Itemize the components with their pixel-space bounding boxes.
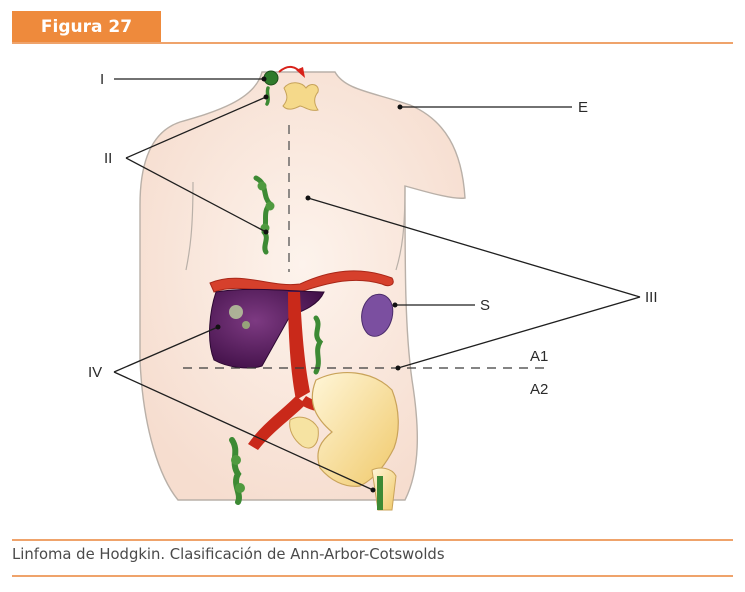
leader-ii-lower — [125, 157, 267, 233]
figure-label: Figura 27 — [12, 11, 161, 43]
leader-iv-upper — [113, 326, 219, 373]
sacrum — [289, 416, 319, 449]
label-e: E — [578, 99, 588, 116]
spleen — [361, 293, 394, 337]
aorta — [288, 292, 310, 400]
label-s: S — [480, 297, 490, 314]
inguinal-nodes — [229, 437, 242, 505]
paraaortic-nodes — [313, 315, 324, 375]
arrowhead — [296, 67, 305, 78]
leader-iii-upper — [307, 197, 641, 298]
left-arm-line — [185, 181, 194, 271]
label-ii: II — [104, 150, 112, 167]
label-a1: A1 — [530, 348, 548, 365]
leader-ii-upper — [125, 96, 267, 159]
figure-caption: Linfoma de Hodgkin. Clasificación de Ann… — [12, 546, 445, 563]
left-iliac — [248, 396, 306, 450]
label-i: I — [100, 71, 104, 88]
mediastinal-nodes — [253, 175, 273, 255]
caption-top-rule — [12, 539, 733, 541]
label-iii: III — [645, 289, 658, 306]
header-rule — [12, 42, 733, 44]
leader-iii-lower — [397, 296, 641, 369]
label-iv: IV — [88, 364, 102, 381]
right-arm-line — [395, 185, 406, 271]
pelvis — [311, 371, 399, 487]
thyroid — [282, 82, 319, 111]
liver-lesion — [229, 305, 243, 319]
leader-iv-lower — [113, 371, 374, 491]
label-a2: A2 — [530, 381, 548, 398]
femur — [371, 467, 397, 511]
caption-bottom-rule — [12, 575, 733, 577]
